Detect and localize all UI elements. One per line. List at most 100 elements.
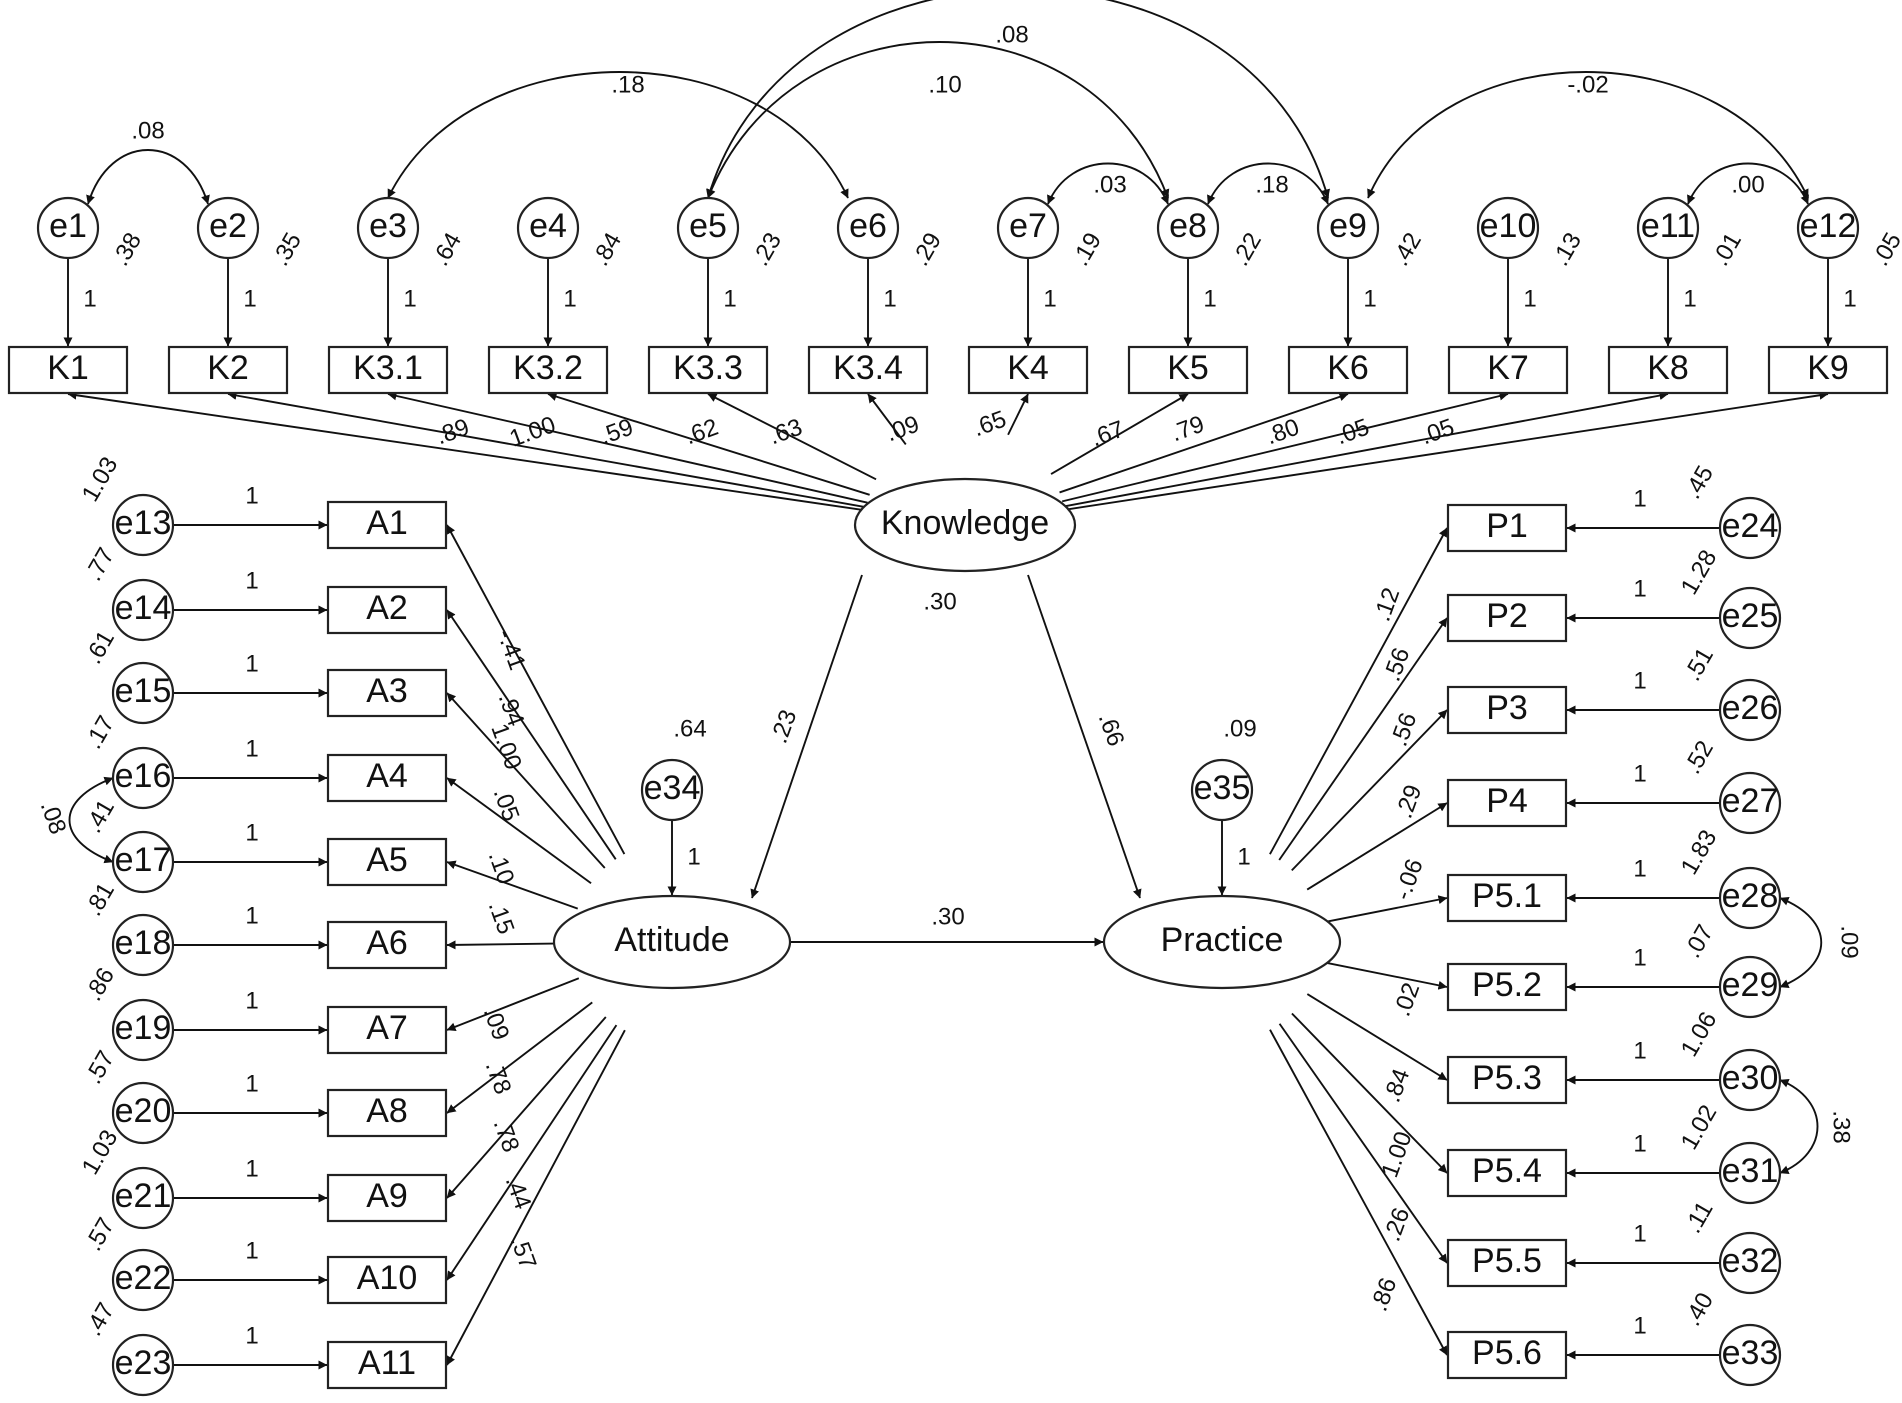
error-label: e8 [1169, 207, 1207, 245]
fixed-path-label: 1 [1633, 1312, 1646, 1339]
path-practice-loading-7 [1306, 993, 1448, 1081]
error-label: e22 [115, 1259, 172, 1297]
error-e14 [111, 578, 175, 642]
error-e29 [1718, 955, 1782, 1019]
indicator-A1 [326, 500, 448, 550]
loading-label: .65 [969, 406, 1010, 443]
fixed-path-label: 1 [687, 843, 700, 870]
knowledge-variance-label: .30 [923, 588, 956, 615]
covariance-label: .08 [995, 21, 1028, 48]
indicator-label: A3 [366, 672, 408, 710]
loading-label: .56 [1379, 644, 1416, 685]
error-variance-label: .29 [907, 228, 947, 270]
path-practice-loading-3 [1291, 709, 1448, 872]
error-variance-label: .57 [80, 1213, 120, 1255]
covariance-label: .18 [611, 71, 644, 98]
indicator-label: P5.6 [1472, 1334, 1542, 1372]
error-e15 [111, 661, 175, 725]
error-label: e20 [115, 1092, 172, 1130]
indicator-A8 [326, 1088, 448, 1138]
fixed-path-label: 1 [1633, 760, 1646, 787]
covariance-label: .09 [1836, 925, 1863, 958]
path-knowledge-loading-7 [1007, 393, 1029, 436]
error-e2 [196, 196, 260, 260]
error-e1 [36, 196, 100, 260]
error-variance-label: .38 [107, 228, 147, 270]
error-label: e31 [1722, 1152, 1779, 1190]
error-label: e35 [1194, 769, 1251, 807]
fixed-path-label: 1 [245, 650, 258, 677]
indicator-label: A10 [357, 1259, 418, 1297]
indicator-P5.1 [1446, 873, 1568, 923]
error-e30 [1718, 1048, 1782, 1112]
indicator-K8 [1607, 345, 1729, 395]
fixed-path-label: 1 [1633, 855, 1646, 882]
error-e27 [1718, 771, 1782, 835]
loading-label: .05 [488, 784, 525, 825]
fixed-path-label: 1 [883, 285, 896, 312]
fixed-path-label: 1 [1237, 843, 1250, 870]
indicator-label: P5.1 [1472, 877, 1542, 915]
error-e22 [111, 1248, 175, 1312]
loading-label: -.41 [491, 626, 531, 674]
loading-label: 1.00 [506, 411, 559, 452]
error-label: e13 [115, 504, 172, 542]
loading-label: .10 [483, 847, 520, 888]
error-e17 [111, 830, 175, 894]
error-label: e15 [115, 672, 172, 710]
error-label: e28 [1722, 877, 1779, 915]
error-variance-label: 1.03 [77, 452, 124, 506]
path-knowledge-loading-1 [67, 390, 867, 512]
error-label: e9 [1329, 207, 1367, 245]
fixed-path-label: 1 [83, 285, 96, 312]
structural-coefficient-label: .23 [766, 706, 803, 747]
loading-label: -.06 [1389, 856, 1429, 904]
fixed-path-label: 1 [1633, 1130, 1646, 1157]
latent-practice [1102, 894, 1342, 990]
covariance-e1-e2 [86, 149, 210, 205]
error-label: e30 [1722, 1059, 1779, 1097]
latent-attitude-label: Attitude [614, 921, 729, 959]
indicator-A4 [326, 753, 448, 803]
indicator-label: K6 [1327, 349, 1369, 387]
error-label: e23 [115, 1344, 172, 1382]
indicator-label: K8 [1647, 349, 1689, 387]
path-attitude-loading-2 [446, 609, 617, 860]
indicator-label: P3 [1486, 689, 1528, 727]
error-e28 [1718, 866, 1782, 930]
fixed-path-label: 1 [1843, 285, 1856, 312]
indicator-label: A4 [366, 757, 408, 795]
path-practice-loading-2 [1278, 617, 1448, 861]
error-variance-label: .13 [1547, 228, 1587, 270]
error-variance-label: .64 [427, 228, 467, 270]
loading-label: .15 [483, 897, 520, 938]
error-variance-label: .05 [1867, 228, 1902, 270]
error-label: e5 [689, 207, 727, 245]
indicator-label: P5.3 [1472, 1059, 1542, 1097]
error-variance-label: .86 [80, 963, 120, 1005]
indicator-P5.3 [1446, 1055, 1568, 1105]
error-label: e2 [209, 207, 247, 245]
indicator-A2 [326, 585, 448, 635]
error-variance-label: .23 [747, 228, 787, 270]
indicator-label: A6 [366, 924, 408, 962]
error-label: e3 [369, 207, 407, 245]
indicator-label: K7 [1487, 349, 1529, 387]
error-label: e4 [529, 207, 567, 245]
indicator-K3.1 [327, 345, 449, 395]
indicator-A6 [326, 920, 448, 970]
structural-coefficient-label: .30 [931, 903, 964, 930]
indicator-K6 [1287, 345, 1409, 395]
covariance-e5-e8 [706, 41, 1170, 199]
path-practice-loading-9 [1278, 1023, 1448, 1264]
path-practice-loading-1 [1269, 527, 1448, 855]
covariance-label: .03 [1093, 171, 1126, 198]
error-label: e7 [1009, 207, 1047, 245]
error-variance-label: .35 [267, 228, 307, 270]
error-label: e17 [115, 841, 172, 879]
indicator-P3 [1446, 685, 1568, 735]
error-label: e32 [1722, 1242, 1779, 1280]
indicator-label: A8 [366, 1092, 408, 1130]
error-e6 [836, 196, 900, 260]
fixed-path-label: 1 [245, 1070, 258, 1097]
